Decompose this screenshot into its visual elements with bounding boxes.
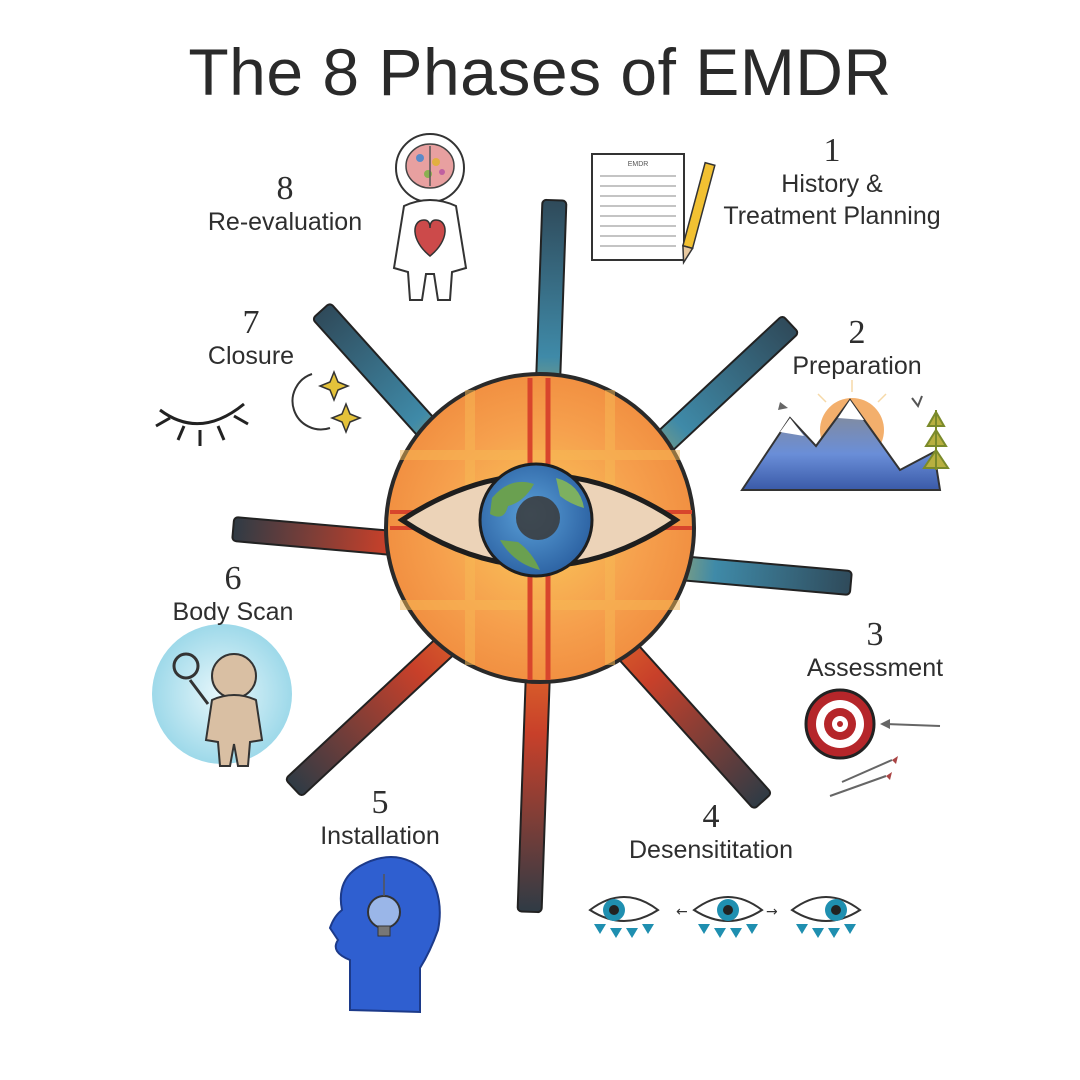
phase-name: Desensititation xyxy=(629,836,793,864)
phase-3: 3 Assessment xyxy=(790,618,960,684)
phase-1: 1 History & Treatment Planning xyxy=(712,134,952,232)
notepad-pencil-icon: EMDR xyxy=(591,153,716,265)
phase-5: 5 Installation xyxy=(300,786,460,852)
sun-eye-earth-icon xyxy=(384,372,696,684)
phase-name: Preparation xyxy=(792,352,922,380)
mountains-sunrise-icon xyxy=(740,380,950,491)
phase-name: Closure xyxy=(207,342,295,370)
phase-8: 8 Re-evaluation xyxy=(190,172,380,238)
phase-name-line2: Treatment Planning xyxy=(723,202,941,230)
phase-2: 2 Preparation xyxy=(772,316,942,382)
phase-number: 2 xyxy=(848,314,866,351)
svg-text:→: → xyxy=(766,904,778,920)
phase-name: Installation xyxy=(320,822,440,850)
phase-6: 6 Body Scan xyxy=(158,562,308,628)
phase-number: 8 xyxy=(276,170,294,207)
phase-number: 5 xyxy=(371,784,389,821)
target-arrows-icon xyxy=(804,688,941,797)
eyes-moving-icon: ← → xyxy=(588,896,862,938)
svg-text:←: ← xyxy=(676,904,688,920)
phase-name: Re-evaluation xyxy=(207,208,363,236)
phase-7: 7 Closure xyxy=(186,306,316,372)
phase-number: 6 xyxy=(224,560,242,597)
brain-heart-figure-icon xyxy=(392,133,468,301)
phase-name: History & xyxy=(781,170,883,198)
phase-number: 1 xyxy=(823,132,841,169)
phase-4: 4 Desensititation xyxy=(606,800,816,866)
phase-number: 4 xyxy=(702,798,720,835)
page-title: The 8 Phases of EMDR xyxy=(188,35,892,109)
phase-number: 7 xyxy=(242,304,260,341)
magnifier-figure-icon xyxy=(152,624,292,767)
phase-name: Assessment xyxy=(806,654,944,682)
phase-name: Body Scan xyxy=(172,598,294,626)
lightbulb-head-icon xyxy=(328,856,441,1014)
notepad-label: EMDR xyxy=(628,161,649,168)
phase-number: 3 xyxy=(866,616,884,653)
closed-eye-moon-icon xyxy=(155,369,363,446)
